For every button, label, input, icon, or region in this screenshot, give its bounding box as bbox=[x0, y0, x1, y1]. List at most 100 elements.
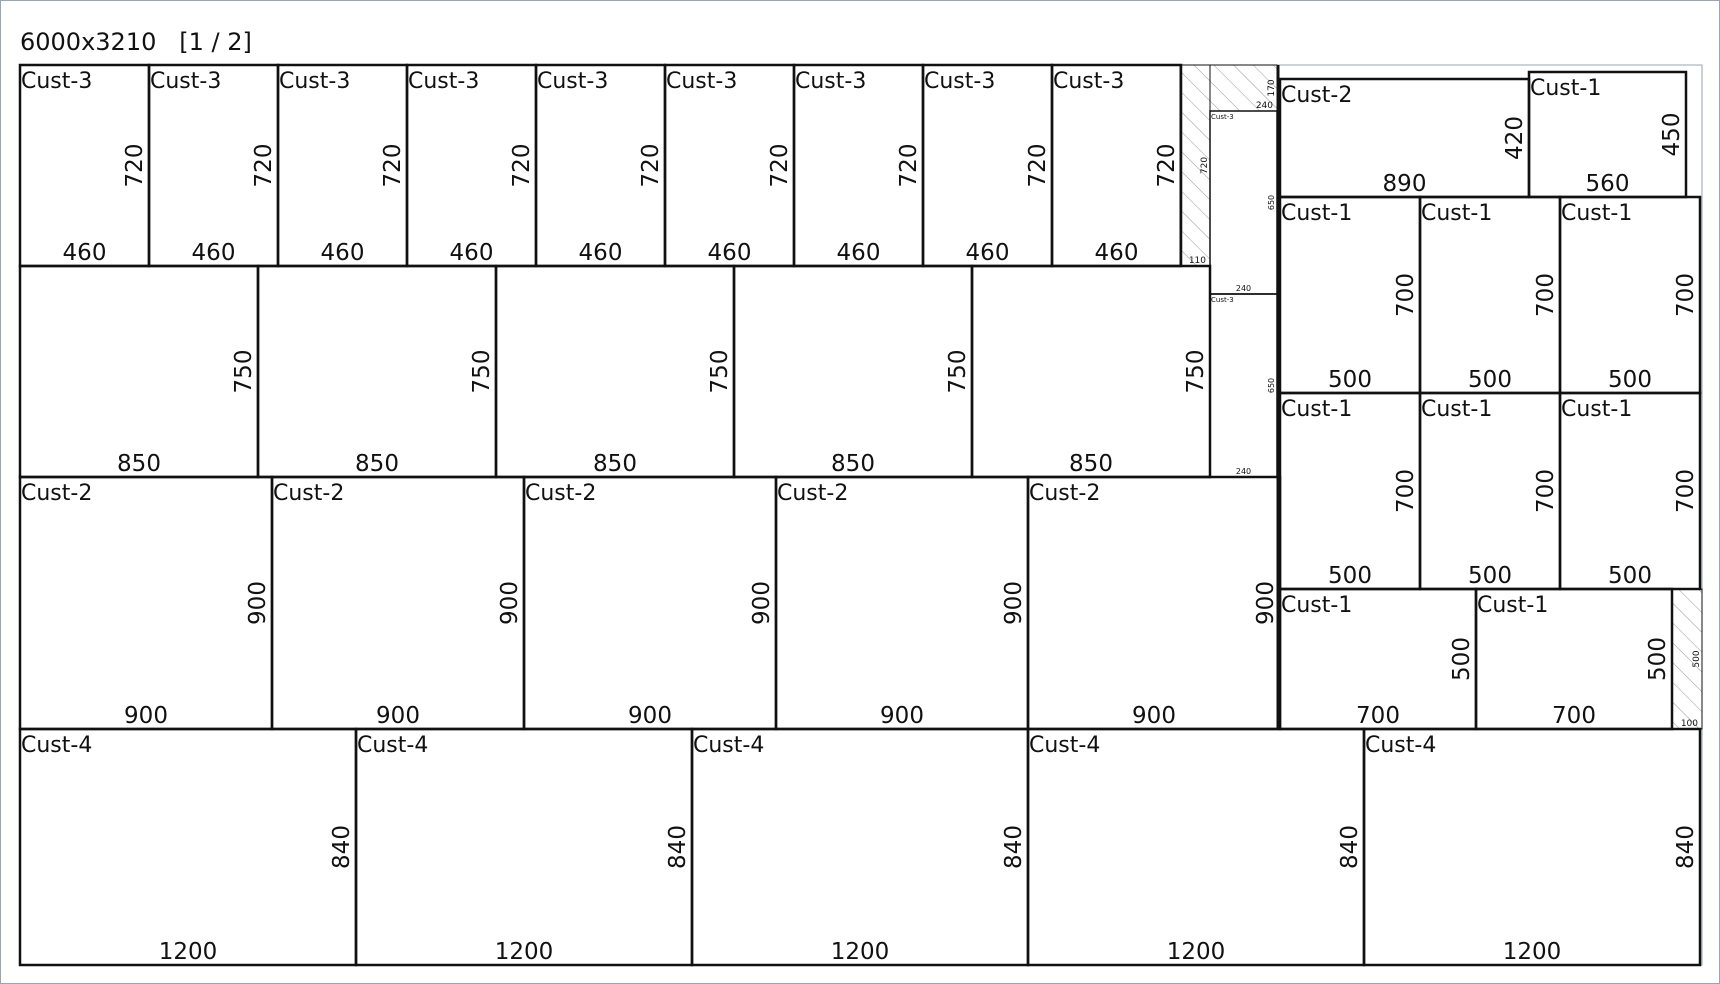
panel-outline bbox=[18, 475, 274, 731]
panel-height-label: 750 bbox=[707, 350, 733, 394]
panel-width-label: 500 bbox=[1468, 563, 1512, 589]
panel-outline bbox=[1474, 587, 1674, 731]
panel[interactable]: Cust-2 890 420 bbox=[1278, 77, 1531, 199]
panel-customer-label: Cust-3 bbox=[1211, 296, 1234, 304]
panel-height-label: 700 bbox=[1393, 469, 1419, 513]
panel-outline bbox=[1026, 727, 1366, 967]
panel-customer-label: Cust-4 bbox=[357, 733, 428, 758]
panel-height-label: 700 bbox=[1533, 273, 1559, 317]
panel-height-label: 700 bbox=[1673, 469, 1699, 513]
panel-customer-label: Cust-4 bbox=[1365, 733, 1436, 758]
panel-width-label: 240 bbox=[1236, 467, 1251, 476]
panel-customer-label: Cust-2 bbox=[1281, 83, 1352, 108]
panel-customer-label: Cust-1 bbox=[1281, 397, 1352, 422]
panel-customer-label: Cust-4 bbox=[693, 733, 764, 758]
panel-customer-label: Cust-1 bbox=[1561, 397, 1632, 422]
panel-width-label: 850 bbox=[593, 451, 637, 477]
panel-height-label: 420 bbox=[1502, 116, 1528, 160]
panel[interactable]: Cust-3 460 720 bbox=[792, 63, 925, 268]
panel-outline bbox=[732, 264, 974, 479]
panel-customer-label: Cust-3 bbox=[666, 69, 737, 94]
panel-height-label: 900 bbox=[749, 581, 775, 625]
panel-outline bbox=[18, 727, 358, 967]
panel-customer-label: Cust-2 bbox=[777, 481, 848, 506]
panel-customer-label: Cust-3 bbox=[1053, 69, 1124, 94]
waste-width-label: 110 bbox=[1189, 256, 1206, 266]
panel-width-label: 460 bbox=[192, 240, 236, 266]
panel-customer-label: Cust-3 bbox=[795, 69, 866, 94]
panel-width-label: 500 bbox=[1608, 367, 1652, 393]
panel-outline bbox=[494, 264, 736, 479]
panel[interactable]: Cust-2 900 900 bbox=[522, 475, 778, 731]
panel-width-label: 1200 bbox=[831, 939, 890, 965]
panel-customer-label: Cust-1 bbox=[1421, 397, 1492, 422]
panel-height-label: 720 bbox=[896, 144, 922, 188]
panel[interactable]: Cust-1 500 700 bbox=[1278, 391, 1422, 591]
panel-width-label: 500 bbox=[1328, 367, 1372, 393]
panel-outline bbox=[18, 264, 260, 479]
panel-height-label: 700 bbox=[1533, 469, 1559, 513]
panel[interactable]: 850 750 bbox=[494, 264, 736, 479]
panel-width-label: 460 bbox=[321, 240, 365, 266]
panel-height-label: 900 bbox=[1001, 581, 1027, 625]
panel-height-label: 750 bbox=[469, 350, 495, 394]
panel-width-label: 460 bbox=[837, 240, 881, 266]
panel-outline bbox=[354, 727, 694, 967]
panel-customer-label: Cust-3 bbox=[279, 69, 350, 94]
panel[interactable]: Cust-1 500 700 bbox=[1418, 391, 1562, 591]
panel-width-label: 500 bbox=[1328, 563, 1372, 589]
panel-height-label: 720 bbox=[1025, 144, 1051, 188]
panel-width-label: 900 bbox=[628, 703, 672, 729]
panel[interactable]: 850 750 bbox=[18, 264, 260, 479]
panel-height-label: 900 bbox=[497, 581, 523, 625]
panel-height-label: 750 bbox=[231, 350, 257, 394]
panel-height-label: 900 bbox=[1253, 581, 1279, 625]
panel-customer-label: Cust-2 bbox=[1029, 481, 1100, 506]
panel-customer-label: Cust-3 bbox=[537, 69, 608, 94]
panel-width-label: 900 bbox=[124, 703, 168, 729]
panel-width-label: 850 bbox=[117, 451, 161, 477]
panel-customer-label: Cust-2 bbox=[525, 481, 596, 506]
panel-width-label: 900 bbox=[1132, 703, 1176, 729]
panel-customer-label: Cust-2 bbox=[21, 481, 92, 506]
panel-outline bbox=[256, 264, 498, 479]
panel-width-label: 460 bbox=[450, 240, 494, 266]
panel[interactable]: Cust-2 900 900 bbox=[1026, 475, 1282, 731]
panel-width-label: 900 bbox=[376, 703, 420, 729]
panel-width-label: 460 bbox=[966, 240, 1010, 266]
panel-width-label: 460 bbox=[579, 240, 623, 266]
panel-width-label: 890 bbox=[1383, 171, 1427, 197]
panel-width-label: 460 bbox=[1095, 240, 1139, 266]
